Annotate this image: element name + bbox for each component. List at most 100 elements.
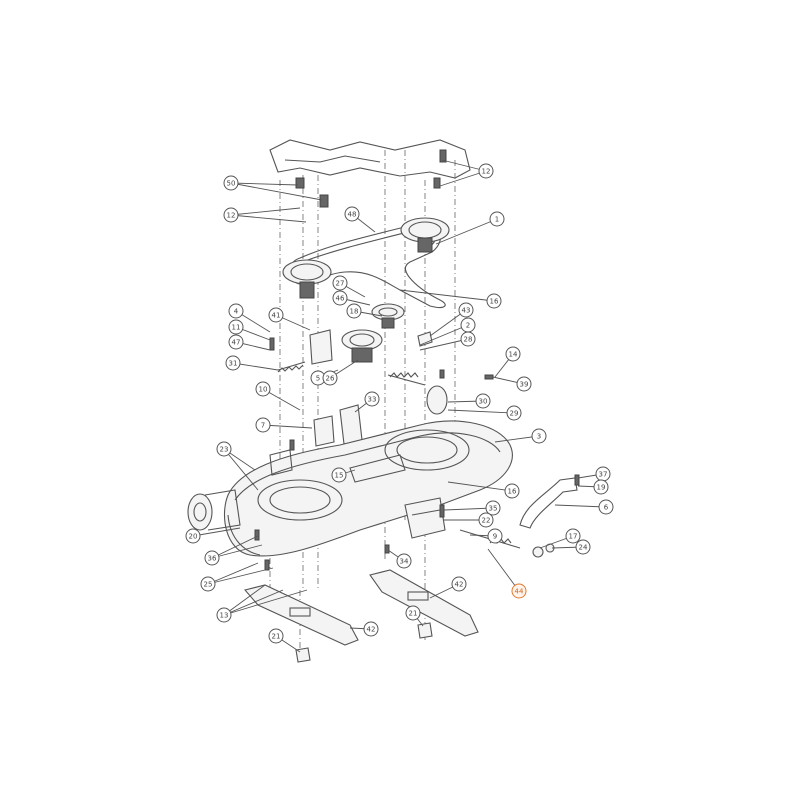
callout-c21b: 21 — [405, 605, 421, 621]
callout-c50: 50 — [223, 175, 239, 191]
callout-circle — [331, 467, 347, 483]
callout-circle — [255, 381, 271, 397]
callout-label: 1 — [495, 216, 499, 224]
leader-line-c50-0 — [230, 182, 299, 186]
leader-line-c23-1 — [223, 448, 259, 491]
callout-c10: 10 — [255, 381, 271, 397]
callout-c41: 41 — [268, 307, 284, 323]
callout-label: 23 — [220, 446, 229, 454]
callout-circle — [268, 628, 284, 644]
leader-line-c12b-0 — [441, 159, 487, 172]
callout-label: 37 — [599, 471, 608, 479]
callout-c13: 13 — [216, 607, 232, 623]
callout-c35: 35 — [485, 500, 501, 516]
leader-line-c13-1 — [223, 589, 284, 616]
tractor-frame-outline — [269, 139, 471, 179]
callout-label: 42 — [367, 626, 376, 634]
callout-circle — [505, 346, 521, 362]
callout-c6: 6 — [598, 499, 614, 515]
callout-circle — [216, 607, 232, 623]
callout-label: 13 — [220, 612, 229, 620]
callout-c17: 17 — [565, 528, 581, 544]
callout-c15: 15 — [331, 467, 347, 483]
leader-line-c28-0 — [419, 338, 469, 351]
leader-line-c16b-0 — [447, 481, 513, 492]
callout-c7: 7 — [255, 417, 271, 433]
callout-label: 17 — [569, 533, 578, 541]
callout-c46: 46 — [332, 290, 348, 306]
callout-circle — [332, 275, 348, 291]
callout-c24: 24 — [575, 539, 591, 555]
callout-label: 7 — [261, 422, 265, 430]
leader-line-c12a-0 — [230, 207, 301, 216]
callout-circle — [204, 550, 220, 566]
tension-spring-right — [387, 372, 426, 386]
leader-line-c35-0 — [443, 507, 494, 511]
callout-leader-lines — [192, 159, 607, 653]
callout-c16a: 16 — [486, 293, 502, 309]
callout-label: 34 — [400, 558, 409, 566]
callout-label: 5 — [316, 375, 320, 383]
callout-c20: 20 — [185, 528, 201, 544]
leader-line-c29-0 — [447, 409, 515, 414]
leader-line-c16a-0 — [399, 289, 495, 302]
callout-label: 28 — [464, 336, 473, 344]
callout-circle — [223, 175, 239, 191]
callout-circle — [228, 303, 244, 319]
callout-circle — [516, 376, 532, 392]
hardware-bolts — [254, 149, 580, 571]
leader-line-c2-0 — [419, 324, 469, 346]
callout-circle — [575, 539, 591, 555]
callout-c44: 44 — [511, 583, 527, 599]
callout-c21a: 21 — [268, 628, 284, 644]
callout-c36: 36 — [204, 550, 220, 566]
callout-c39: 39 — [516, 376, 532, 392]
callout-c34: 34 — [396, 553, 412, 569]
callout-circle — [460, 331, 476, 347]
callout-c28: 28 — [460, 331, 476, 347]
leader-line-c7-0 — [262, 424, 313, 429]
callout-circle — [458, 302, 474, 318]
callout-c25: 25 — [200, 576, 216, 592]
front-hanger-bracket — [404, 497, 446, 539]
callout-circle — [396, 553, 412, 569]
callout-label: 18 — [350, 308, 359, 316]
callout-label: 42 — [455, 581, 464, 589]
callout-circle — [506, 405, 522, 421]
callout-label: 29 — [510, 410, 519, 418]
mower-deck-housing — [223, 420, 513, 557]
callout-circle — [200, 576, 216, 592]
callout-label: 27 — [336, 280, 345, 288]
callout-label: 31 — [229, 360, 238, 368]
callout-circle — [228, 334, 244, 350]
callout-c30: 30 — [475, 393, 491, 409]
callout-label: 6 — [604, 504, 609, 512]
callout-circle — [228, 319, 244, 335]
callout-label: 26 — [326, 375, 335, 383]
callout-label: 12 — [482, 168, 491, 176]
callout-circle — [185, 528, 201, 544]
leader-line-c36-1 — [211, 544, 263, 559]
callout-c4: 4 — [228, 303, 244, 319]
callout-circle — [223, 207, 239, 223]
leader-line-c50-1 — [230, 182, 323, 201]
callout-label: 4 — [234, 308, 239, 316]
callout-c23: 23 — [216, 441, 232, 457]
callout-c18: 18 — [346, 303, 362, 319]
callout-circle — [511, 583, 527, 599]
idler-arm-bracket — [339, 331, 448, 445]
callout-label: 20 — [189, 533, 198, 541]
callout-label: 14 — [509, 351, 518, 359]
callout-circle — [216, 441, 232, 457]
leader-line-c12a-1 — [230, 214, 307, 223]
callout-c22: 22 — [478, 512, 494, 528]
callout-label: 44 — [515, 588, 524, 596]
callout-circle — [598, 499, 614, 515]
leader-line-c20-0 — [192, 527, 241, 537]
leader-line-c44-0 — [487, 548, 520, 592]
callout-label: 22 — [482, 517, 491, 525]
leader-line-c13-0 — [223, 584, 266, 616]
mower-blade-right — [369, 569, 479, 639]
callout-label: 16 — [508, 488, 517, 496]
callout-c47: 47 — [228, 334, 244, 350]
